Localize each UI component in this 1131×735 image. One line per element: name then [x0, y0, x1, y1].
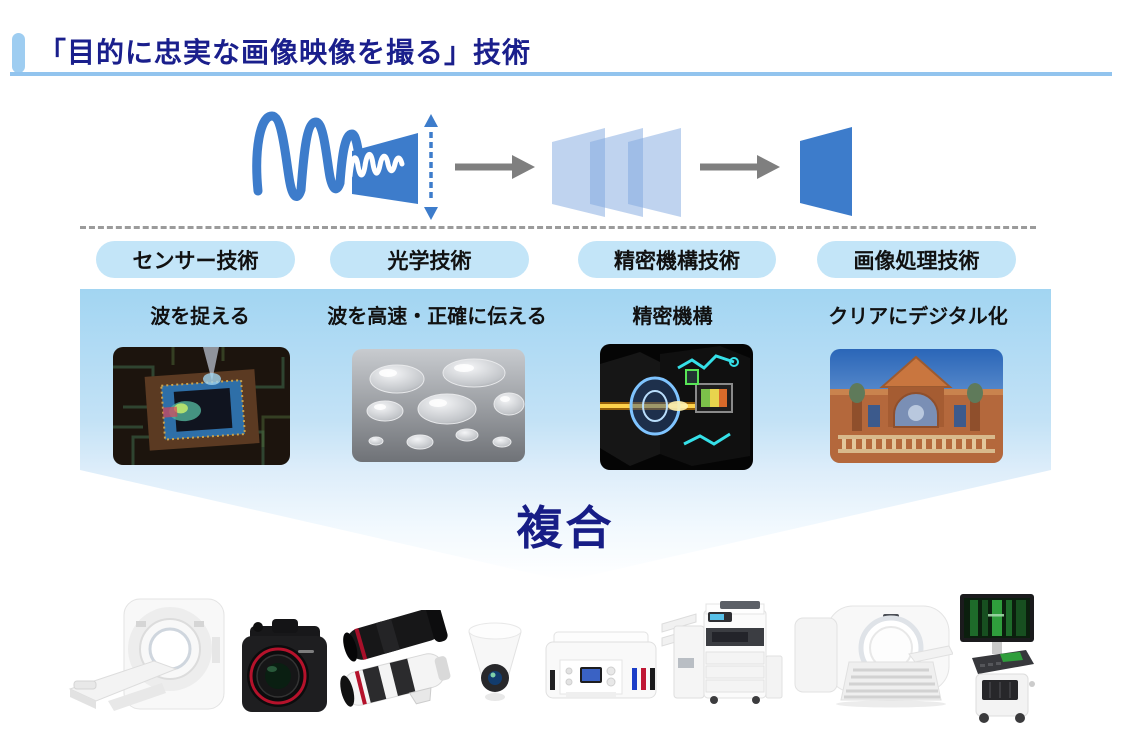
light-wave-icon [252, 111, 366, 201]
page-title: 「目的に忠実な画像映像を撮る」技術 [38, 37, 532, 68]
flow-arrow-icon [700, 155, 780, 179]
mri-scanner-image [794, 605, 953, 708]
caption-transmit-waves: 波を高速・正確に伝える [327, 306, 547, 328]
pill-sensor-technology: センサー技術 [96, 241, 295, 278]
caption-precision-mechanism: 精密機構 [632, 306, 713, 328]
dashed-separator [80, 226, 1036, 229]
ct-scanner-image [68, 598, 225, 711]
pill-optical-technology: 光学技術 [330, 241, 529, 278]
title-underline [10, 72, 1112, 76]
lens-stack-icon [552, 128, 681, 217]
pill-precision-mechanism-technology: 精密機構技術 [578, 241, 776, 278]
signal-flow-diagram [252, 111, 852, 220]
caption-clear-digitization: クリアにデジタル化 [828, 306, 1008, 328]
lens-elements-photo [352, 349, 525, 462]
capture-funnel-icon [347, 133, 418, 204]
pill-image-processing-technology: 画像処理技術 [817, 241, 1016, 278]
ptz-camera-image [468, 622, 522, 701]
office-mfp-image [661, 601, 783, 704]
ultrasound-cart-image [960, 594, 1035, 723]
digitized-building-photo [830, 349, 1003, 463]
image-sensor-photo [113, 347, 290, 465]
vertical-range-arrow-icon [424, 114, 438, 220]
sensor-plane-icon [800, 127, 852, 216]
merge-label: 複合 [516, 502, 615, 554]
caption-capture-waves: 波を捉える [150, 306, 250, 328]
flow-arrow-icon [455, 155, 535, 179]
inkjet-printer-image [545, 631, 657, 699]
stabilization-mechanism-photo [600, 344, 753, 470]
telephoto-lenses-image [340, 610, 451, 707]
dslr-camera-image [242, 619, 327, 712]
title-accent-bar [12, 33, 25, 73]
